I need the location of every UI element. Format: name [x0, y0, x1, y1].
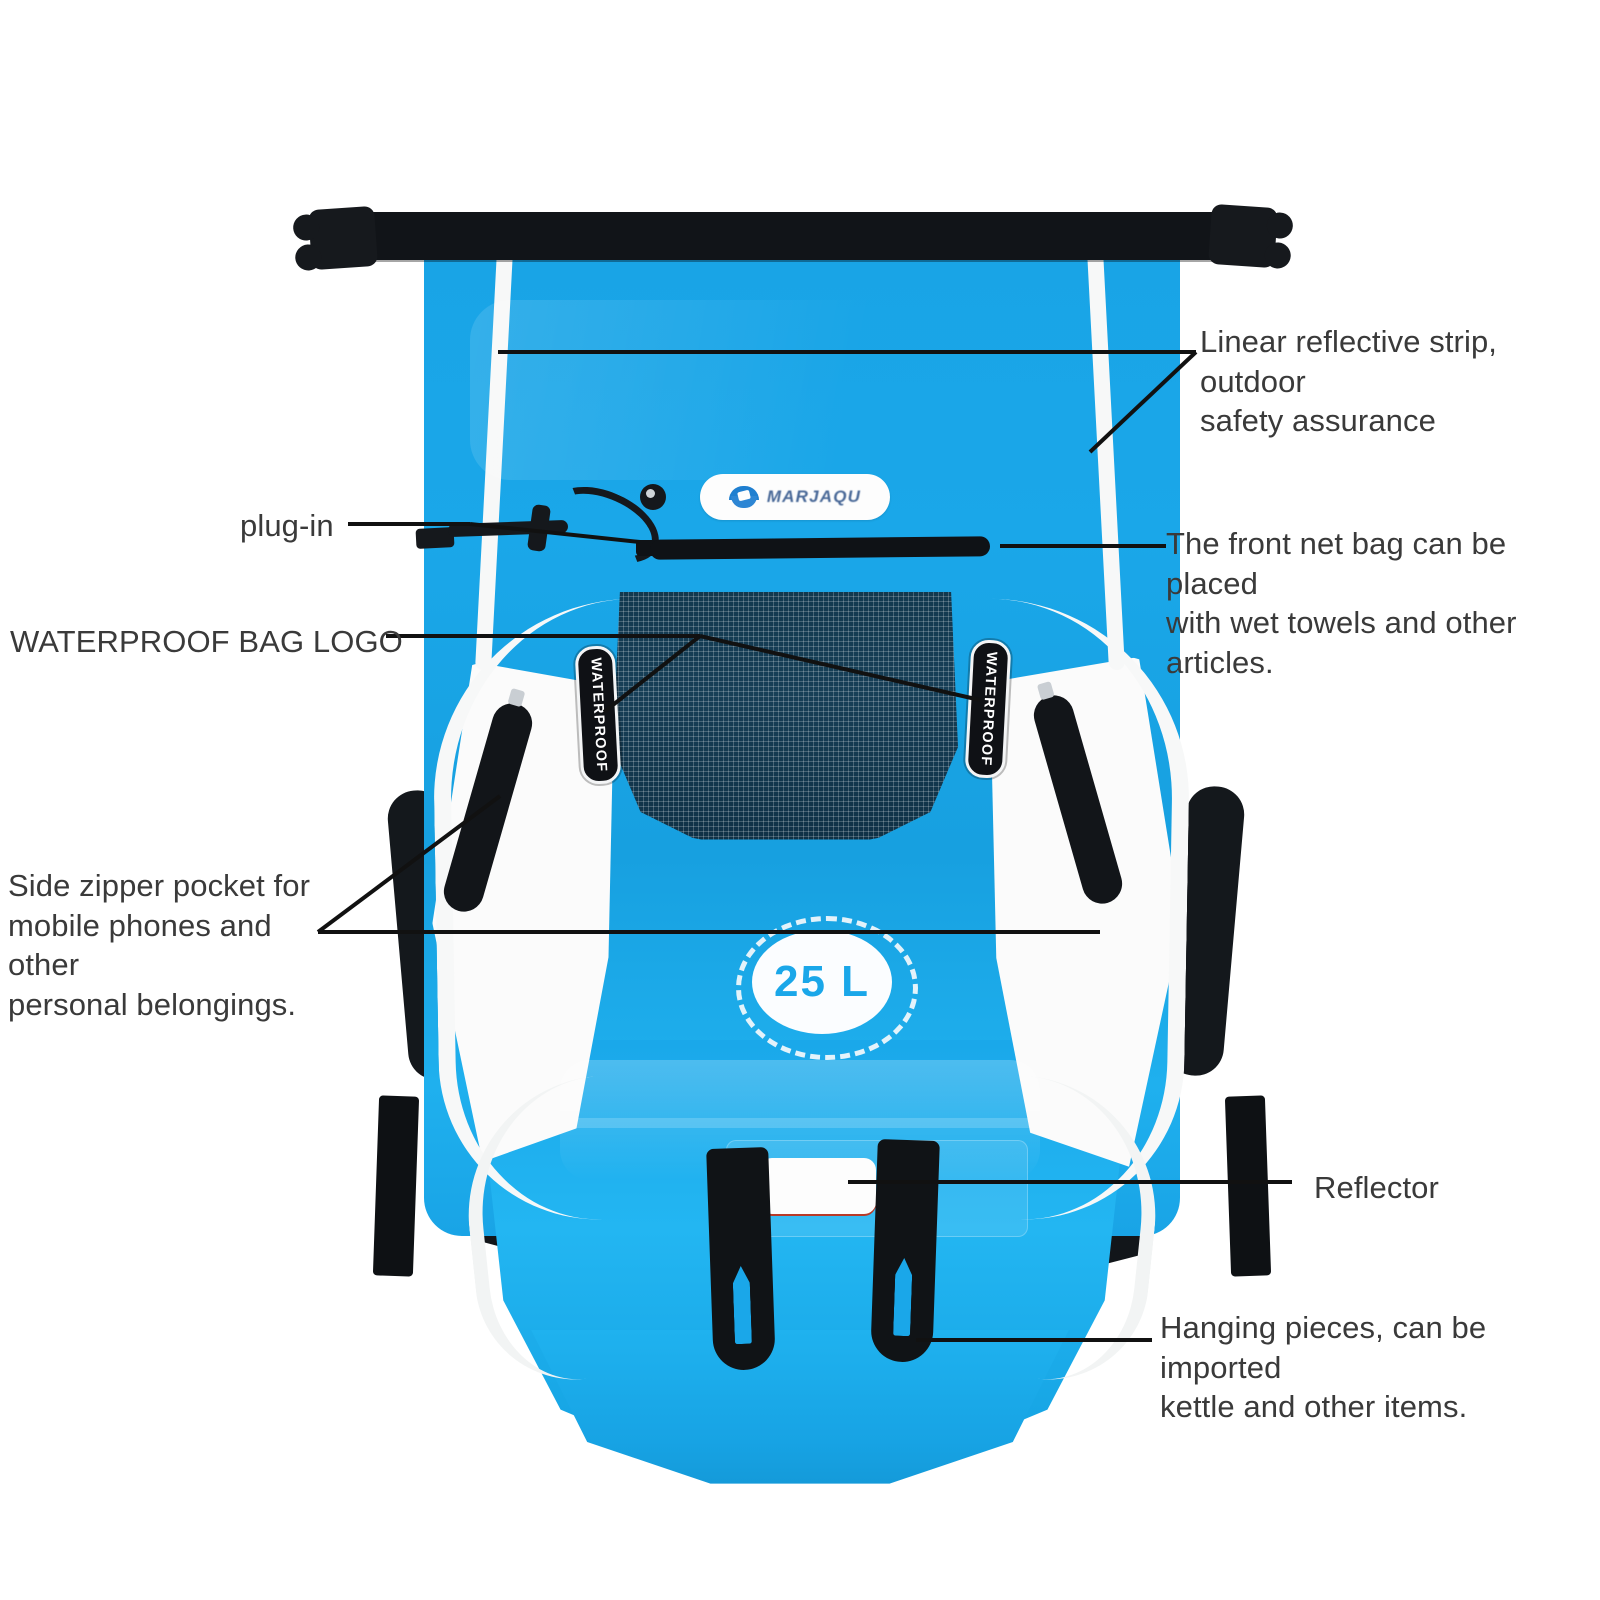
capacity-badge-ring: [736, 916, 918, 1060]
strap-webbing-tail-left: [372, 1095, 420, 1277]
annotation-front-net-bag: The front net bag can be placed with wet…: [1166, 526, 1517, 681]
annotation-reflector: Reflector: [1314, 1170, 1439, 1205]
front-net-bag: [613, 592, 958, 840]
capacity-badge: 25 L: [752, 930, 892, 1034]
reflector-patch: [760, 1158, 876, 1214]
waterproof-badge-left: WATERPROOF: [574, 645, 622, 785]
capacity-badge-label: 25 L: [773, 957, 871, 1006]
waterproof-badge-left-label: WATERPROOF: [587, 657, 609, 773]
annotation-reflective-strip: Linear reflective strip, outdoor safety …: [1200, 324, 1498, 439]
brand-logo-patch: MARJAQU: [700, 474, 890, 520]
annotation-plug-in: plug-in: [240, 508, 334, 543]
buckle-left: [292, 205, 379, 272]
fabric-sheen-upper: [470, 300, 1110, 480]
hanging-loop-right: [870, 1138, 940, 1364]
roll-top-strap: [350, 212, 1250, 260]
waterproof-badge-right-label: WATERPROOF: [977, 651, 999, 767]
buckle-right: [1207, 203, 1294, 270]
bottom-seam: [520, 1118, 1080, 1128]
annotation-waterproof-bag-logo: WATERPROOF BAG LOGO: [10, 624, 403, 659]
annotation-hanging-pieces: Hanging pieces, can be imported kettle a…: [1160, 1310, 1487, 1425]
hanging-loop-left: [706, 1146, 776, 1372]
annotation-side-zipper-pocket: Side zipper pocket for mobile phones and…: [8, 868, 311, 1023]
brand-logo-text: MARJAQU: [766, 487, 862, 506]
waterproof-badge-right: WATERPROOF: [964, 639, 1012, 779]
wave-mountain-logo-icon: [728, 484, 759, 510]
strap-webbing-tail-right: [1224, 1095, 1272, 1277]
front-zipper: [649, 536, 991, 560]
plug-in-valve-cap: [640, 484, 666, 510]
